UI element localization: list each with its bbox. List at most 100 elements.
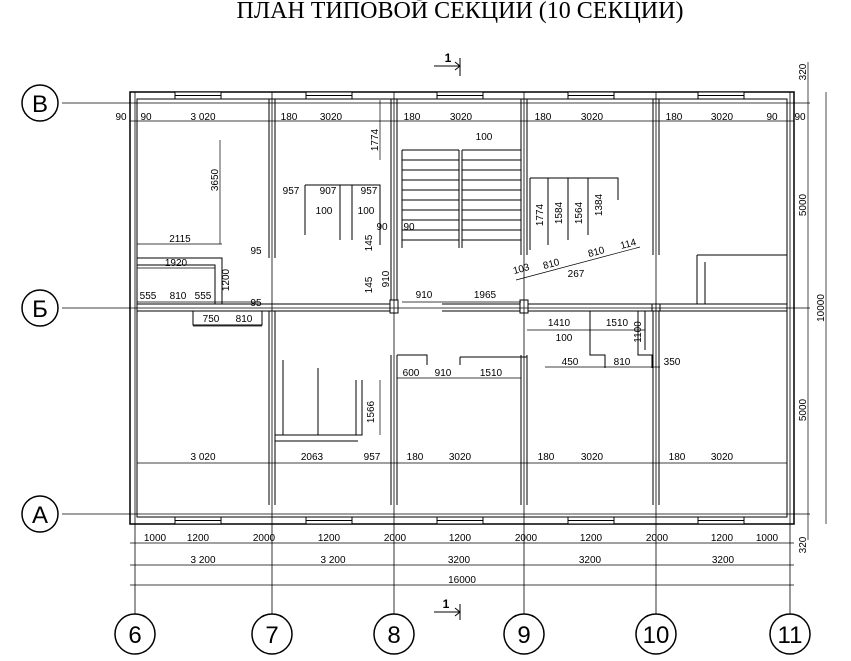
dimension-row-v: 90 90 3 020 180 3020 180 3020 180 3020 1… — [115, 112, 806, 123]
dimension-label: 910 — [416, 290, 433, 301]
dimension-label: 1000 — [756, 533, 779, 544]
dimension-label: 555 — [195, 291, 212, 302]
dimension-label: 1774 — [370, 128, 381, 151]
dimension-label: 3200 — [448, 555, 471, 566]
column-axis-11: 11 — [769, 613, 811, 655]
dimension-label: 957 — [364, 452, 381, 463]
dimension-label: 90 — [403, 222, 415, 233]
dimension-label: 95 — [250, 246, 262, 257]
dimension-label: 90 — [140, 112, 152, 123]
dimension-label: 3020 — [320, 112, 343, 123]
dimension-label: 10000 — [816, 294, 827, 322]
dimension-label: 1000 — [144, 533, 167, 544]
dimension-label: 5000 — [798, 398, 809, 421]
dimension-label: 1774 — [535, 203, 546, 226]
dimension-row-a: 3 020 2063 957 180 3020 180 3020 180 302… — [190, 452, 733, 463]
dimension-label: 320 — [798, 536, 809, 553]
dimension-right: 320 5000 10000 5000 320 — [798, 63, 827, 553]
dimension-label: 3650 — [210, 168, 221, 191]
column-axis-label: 9 — [517, 622, 530, 649]
column-axis-8: 8 — [373, 613, 415, 655]
dimension-label: 1200 — [711, 533, 734, 544]
dimension-label: 2115 — [169, 234, 191, 245]
dimension-label: 810 — [170, 291, 187, 302]
dimension-label: 267 — [568, 269, 585, 280]
dimension-label: 3020 — [581, 112, 604, 123]
column-axis-label: 11 — [778, 622, 803, 649]
dimension-label: 180 — [407, 452, 424, 463]
dimension-label: 3020 — [581, 452, 604, 463]
dimension-label: 1410 — [548, 318, 571, 329]
dimension-label: 2000 — [253, 533, 276, 544]
dimension-label: 180 — [669, 452, 686, 463]
dimension-label: 103 — [512, 262, 531, 277]
dimension-label: 810 — [614, 357, 631, 368]
section-mark-bottom — [434, 604, 461, 620]
stair-treads — [402, 149, 521, 241]
dimension-label: 450 — [562, 357, 579, 368]
dimension-label: 3200 — [579, 555, 602, 566]
dimension-label: 90 — [766, 112, 778, 123]
dimension-label: 1100 — [633, 321, 644, 343]
dimension-label: 100 — [316, 206, 333, 217]
dimension-label: 1200 — [221, 268, 232, 291]
row-axis-label: В — [32, 91, 48, 118]
dimension-label: 180 — [666, 112, 683, 123]
dimension-label: 910 — [435, 368, 452, 379]
dimension-label: 1920 — [165, 258, 188, 269]
row-axis-b: Б — [21, 289, 59, 327]
dimension-label: 810 — [542, 257, 561, 272]
dimension-label: 2000 — [515, 533, 538, 544]
row-axis-a: А — [21, 495, 59, 533]
column-axis-6: 6 — [114, 613, 156, 655]
row-axis-v: В — [21, 84, 59, 122]
dimension-label: 180 — [538, 452, 555, 463]
dimension-label: 3020 — [711, 112, 734, 123]
section-mark-label: 1 — [445, 51, 452, 65]
dimension-label: 180 — [281, 112, 298, 123]
plan-title: ПЛАН ТИПОВОЙ СЕКЦИИ (10 СЕКЦИИ) — [237, 0, 684, 24]
dimension-label: 320 — [798, 63, 809, 80]
dimension-lines — [130, 62, 827, 586]
dimension-label: 957 — [283, 186, 300, 197]
column-axis-label: 10 — [643, 622, 670, 649]
dimension-label: 3020 — [711, 452, 734, 463]
dimension-label: 5000 — [798, 193, 809, 216]
building-outline — [129, 91, 795, 525]
dimension-label: 910 — [381, 270, 392, 287]
section-mark-top — [434, 58, 461, 76]
dimension-label: 90 — [115, 112, 127, 123]
dimension-label: 810 — [236, 314, 253, 325]
dimension-label: 95 — [250, 298, 262, 309]
column-axis-label: 6 — [128, 622, 141, 649]
dimension-label: 3 020 — [190, 112, 215, 123]
dimension-label: 1200 — [580, 533, 603, 544]
dimension-label: 3 200 — [320, 555, 345, 566]
dimension-bottom-chain-1: 1000 1200 2000 1200 2000 1200 2000 1200 … — [144, 533, 779, 544]
dimension-label: 1566 — [366, 400, 377, 423]
dimension-label: 810 — [587, 245, 606, 260]
dimension-label: 1564 — [574, 201, 585, 224]
dimension-label: 1200 — [318, 533, 341, 544]
column-axis-9: 9 — [503, 613, 545, 655]
dimension-label: 1200 — [187, 533, 210, 544]
dimension-bottom-chain-2: 3 200 3 200 3200 3200 3200 — [190, 555, 734, 566]
dimension-label: 3 200 — [190, 555, 215, 566]
row-axis-label: Б — [32, 296, 48, 323]
dimension-label: 2000 — [384, 533, 407, 544]
dimension-total: 16000 — [448, 575, 476, 586]
dimension-label: 90 — [376, 222, 388, 233]
dimension-label: 555 — [140, 291, 157, 302]
dimension-label: 180 — [404, 112, 421, 123]
dimension-label: 1384 — [594, 193, 605, 216]
dimension-label: 100 — [556, 333, 573, 344]
row-axis-label: А — [32, 502, 48, 529]
dimension-label: 1200 — [449, 533, 472, 544]
dimension-label: 2063 — [301, 452, 324, 463]
dimension-label: 100 — [476, 132, 493, 143]
dimension-label: 114 — [619, 237, 638, 252]
column-axis-7: 7 — [251, 613, 293, 655]
dimension-label: 145 — [364, 276, 375, 293]
dimension-label: 3 020 — [190, 452, 215, 463]
